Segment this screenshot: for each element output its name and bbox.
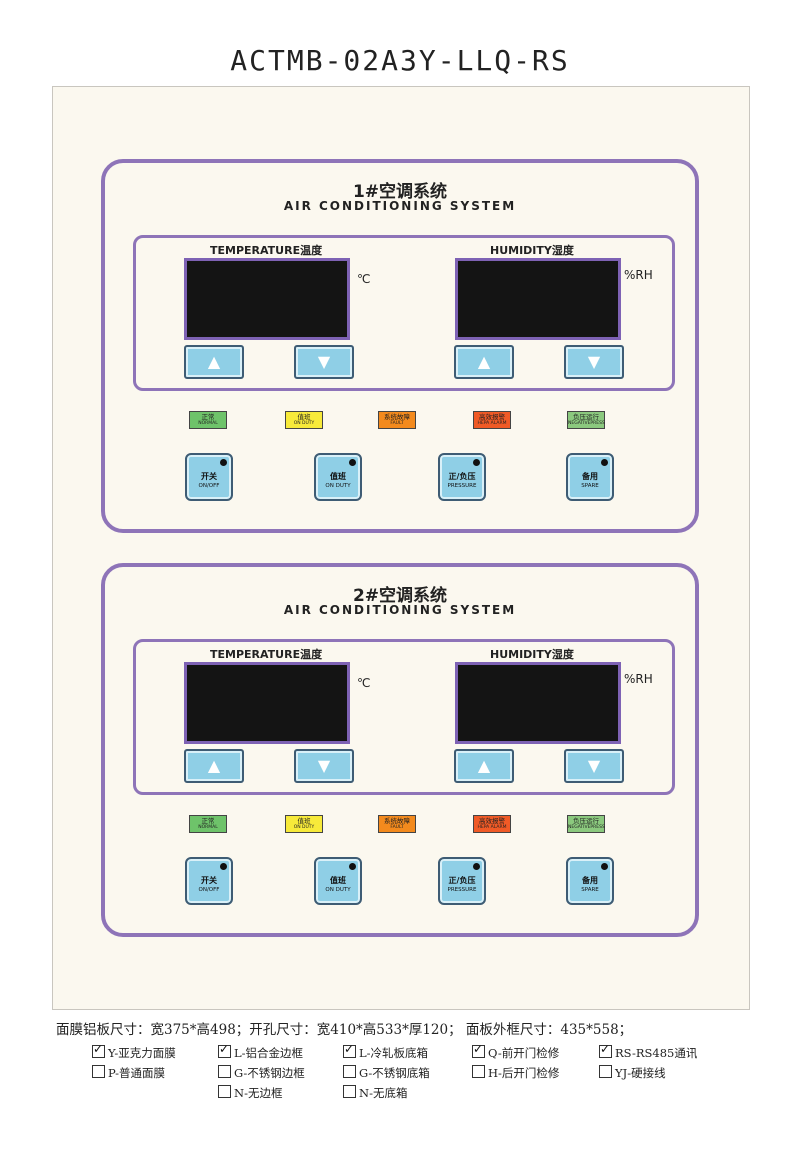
humidity-down-button[interactable]: ▼	[564, 749, 624, 783]
arrow-up-icon: ▲	[477, 352, 491, 371]
option-front-door[interactable]: Q-前开门检修	[472, 1042, 559, 1061]
humidity-up-button[interactable]: ▲	[454, 345, 514, 379]
arrow-up-icon: ▲	[207, 756, 221, 775]
checkbox-icon	[92, 1065, 105, 1078]
led-icon	[349, 863, 356, 870]
temperature-up-button[interactable]: ▲	[184, 345, 244, 379]
checkbox-checked-icon	[218, 1042, 231, 1058]
system-2-frame: 2#空调系统 AIR CONDITIONING SYSTEM TEMPERATU…	[101, 563, 699, 937]
arrow-down-icon: ▼	[317, 756, 331, 775]
option-hardwired[interactable]: YJ-硬接线	[599, 1065, 666, 1081]
system-2-name: 2#空调系统	[352, 586, 448, 606]
humidity-display	[455, 662, 621, 744]
checkbox-checked-icon	[599, 1042, 612, 1058]
option-acrylic-film[interactable]: Y-亚克力面膜	[92, 1042, 176, 1061]
system-1-frame: 1#空调系统 AIR CONDITIONING SYSTEM TEMPERATU…	[101, 159, 699, 533]
led-icon	[601, 459, 608, 466]
checkbox-icon	[218, 1085, 231, 1098]
checkbox-icon	[472, 1065, 485, 1078]
system-1-name: 1#空调系统	[352, 182, 448, 202]
dimension-spec: 面膜铝板尺寸：宽375*高498；开孔尺寸：宽410*高533*厚120； 面板…	[56, 1022, 633, 1038]
arrow-down-icon: ▼	[587, 352, 601, 371]
checkbox-icon	[218, 1065, 231, 1078]
option-rs485[interactable]: RS-RS485通讯	[599, 1042, 697, 1061]
option-steel-frame[interactable]: G-不锈钢边框	[218, 1065, 305, 1081]
checkbox-checked-icon	[472, 1042, 485, 1058]
checkbox-icon	[599, 1065, 612, 1078]
option-no-frame[interactable]: N-无边框	[218, 1085, 282, 1101]
option-rear-door[interactable]: H-后开门检修	[472, 1065, 559, 1081]
system-2-display-box: TEMPERATURE温度 HUMIDITY湿度 ℃ %RH ▲ ▼ ▲ ▼	[133, 639, 675, 795]
humidity-unit: %RH	[624, 672, 653, 686]
led-icon	[220, 459, 227, 466]
led-icon	[220, 863, 227, 870]
temperature-unit: ℃	[357, 272, 371, 286]
humidity-down-button[interactable]: ▼	[564, 345, 624, 379]
temperature-up-button[interactable]: ▲	[184, 749, 244, 783]
led-icon	[349, 459, 356, 466]
temperature-display	[184, 662, 350, 744]
model-title: ACTMB-02A3Y-LLQ-RS	[230, 44, 570, 77]
humidity-display	[455, 258, 621, 340]
checkbox-icon	[343, 1065, 356, 1078]
system-1-display-box: TEMPERATURE温度 HUMIDITY湿度 ℃ %RH ▲ ▼ ▲ ▼	[133, 235, 675, 391]
led-icon	[473, 459, 480, 466]
humidity-unit: %RH	[624, 268, 653, 282]
humidity-label: HUMIDITY湿度	[490, 244, 574, 257]
option-no-box[interactable]: N-无底箱	[343, 1085, 407, 1101]
temperature-display	[184, 258, 350, 340]
temperature-label: TEMPERATURE温度	[210, 244, 323, 257]
checkbox-checked-icon	[343, 1042, 356, 1058]
checkbox-checked-icon	[92, 1042, 105, 1058]
arrow-up-icon: ▲	[477, 756, 491, 775]
temperature-down-button[interactable]: ▼	[294, 749, 354, 783]
option-aluminum-frame[interactable]: L-铝合金边框	[218, 1042, 303, 1061]
control-panel: 1#空调系统 AIR CONDITIONING SYSTEM TEMPERATU…	[52, 86, 750, 1010]
option-steel-box[interactable]: G-不锈钢底箱	[343, 1065, 430, 1081]
checkbox-icon	[343, 1085, 356, 1098]
arrow-down-icon: ▼	[587, 756, 601, 775]
option-normal-film[interactable]: P-普通面膜	[92, 1065, 165, 1081]
system-1-subtitle: AIR CONDITIONING SYSTEM	[283, 199, 517, 213]
arrow-down-icon: ▼	[317, 352, 331, 371]
humidity-label: HUMIDITY湿度	[490, 648, 574, 661]
temperature-label: TEMPERATURE温度	[210, 648, 323, 661]
temperature-down-button[interactable]: ▼	[294, 345, 354, 379]
arrow-up-icon: ▲	[207, 352, 221, 371]
led-icon	[473, 863, 480, 870]
humidity-up-button[interactable]: ▲	[454, 749, 514, 783]
option-cold-rolled-box[interactable]: L-冷轧板底箱	[343, 1042, 428, 1061]
temperature-unit: ℃	[357, 676, 371, 690]
led-icon	[601, 863, 608, 870]
system-2-subtitle: AIR CONDITIONING SYSTEM	[283, 603, 517, 617]
